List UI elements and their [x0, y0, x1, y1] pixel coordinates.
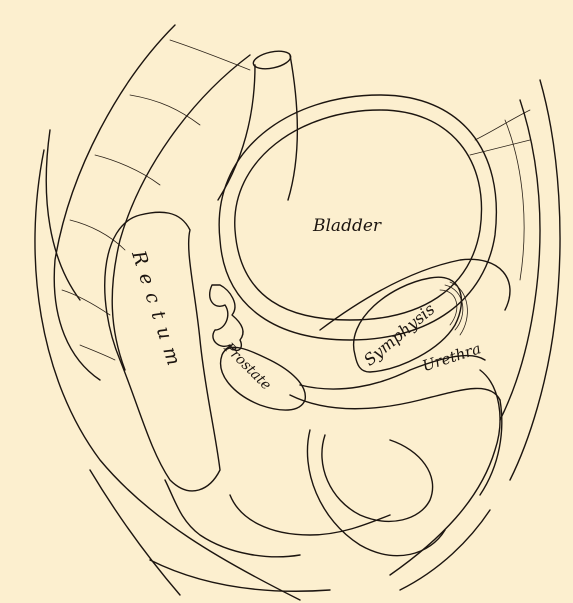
abdominal-wall-inner — [500, 100, 540, 420]
sacral-segment — [62, 290, 110, 315]
bladder-outline — [235, 110, 482, 320]
vas-tube-opening — [252, 48, 292, 72]
urethra-lower — [290, 388, 500, 408]
vas-tube-left — [218, 65, 255, 200]
label-bladder: Bladder — [313, 216, 381, 236]
rectum-lower — [165, 480, 300, 557]
gluteal-line — [90, 470, 180, 595]
urachus — [475, 110, 530, 140]
vas-tube-right — [288, 55, 297, 200]
perineum-line — [400, 510, 490, 590]
abdominal-wall-outer — [510, 80, 560, 480]
sacrum-inner — [112, 55, 250, 370]
anal-canal — [230, 495, 390, 535]
penis-outline — [390, 370, 500, 575]
scrotum-outline — [307, 430, 445, 556]
testis-outline — [322, 435, 433, 521]
left-inner-contour — [46, 130, 80, 300]
sacral-segment — [80, 345, 115, 360]
perineum-line — [150, 560, 330, 591]
sacral-segment — [170, 40, 250, 70]
penis-inner — [480, 400, 502, 495]
urachus — [470, 140, 530, 155]
sacral-segment — [130, 95, 200, 125]
sacral-segment — [70, 220, 125, 250]
